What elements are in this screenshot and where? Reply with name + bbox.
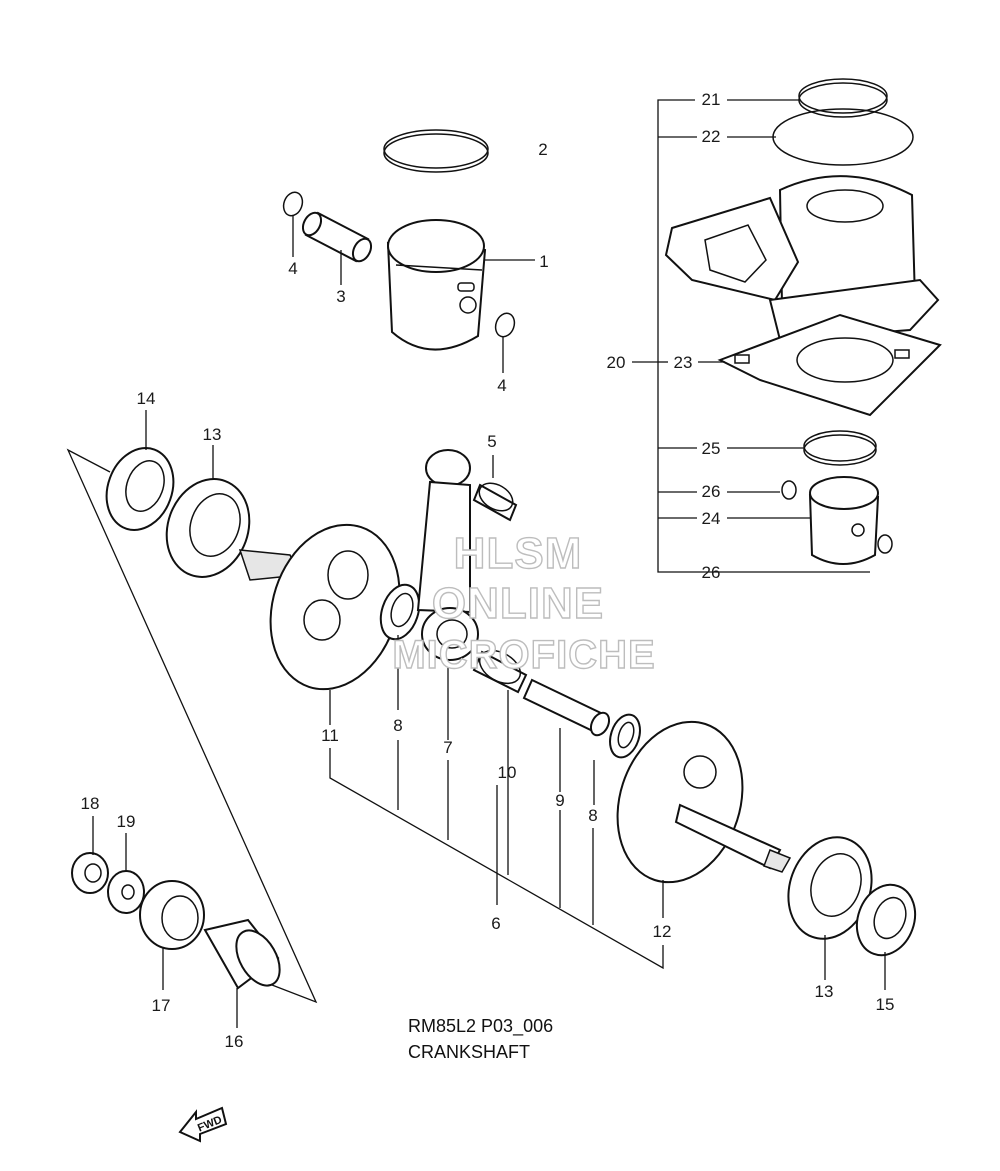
thrust-washer-left[interactable] (374, 580, 426, 644)
callout-13-right: 13 (815, 982, 834, 1001)
callout-22: 22 (702, 127, 721, 146)
callout-6: 6 (491, 914, 500, 933)
section-boundary (66, 448, 318, 1004)
callout-10: 10 (498, 763, 517, 782)
callout-14: 14 (137, 389, 156, 408)
cylinder-piston[interactable] (808, 476, 880, 565)
callout-9: 9 (555, 791, 564, 810)
callout-4-left: 4 (288, 259, 297, 278)
cylinder-body[interactable] (664, 175, 940, 342)
callout-24: 24 (702, 509, 721, 528)
callout-13-left: 13 (203, 425, 222, 444)
callout-18: 18 (81, 794, 100, 813)
callout-11: 11 (321, 726, 339, 745)
small-end-bearing[interactable] (472, 478, 518, 522)
callout-1: 1 (539, 252, 548, 271)
callout-23: 23 (674, 353, 693, 372)
callout-16: 16 (225, 1032, 244, 1051)
crankshaft-group-bracket (329, 690, 664, 970)
watermark-line-2: ONLINE (432, 579, 604, 628)
callout-17: 17 (152, 996, 171, 1015)
connecting-rod[interactable] (416, 449, 479, 661)
diagram-code: RM85L2 P03_006 (408, 1016, 553, 1037)
callout-2: 2 (538, 140, 547, 159)
crank-web-right[interactable] (598, 705, 792, 898)
cylinder-base-gasket[interactable] (717, 313, 942, 417)
callout-20: 20 (607, 353, 626, 372)
callout-8-right: 8 (588, 806, 597, 825)
cylinder-circlip-upper[interactable] (781, 480, 797, 500)
piston-pin-circlip-right[interactable] (492, 311, 517, 340)
watermark-line-1: HLSM (454, 529, 583, 578)
callout-19: 19 (117, 812, 136, 831)
callout-7: 7 (443, 738, 452, 757)
piston[interactable] (386, 219, 487, 351)
callout-12: 12 (653, 922, 672, 941)
diagram-title: CRANKSHAFT (408, 1042, 530, 1062)
callout-15: 15 (876, 995, 895, 1014)
fwd-arrow-icon: FWD (178, 1106, 228, 1143)
bearing-left[interactable] (153, 467, 262, 588)
leader-lines (92, 216, 886, 1028)
cylinder-piston-ring[interactable] (803, 430, 877, 466)
oil-seal-left[interactable] (96, 439, 185, 540)
spacer[interactable] (203, 918, 289, 993)
callout-3: 3 (336, 287, 345, 306)
callout-26-upper: 26 (702, 482, 721, 501)
oil-seal-right[interactable] (847, 877, 924, 964)
piston-pin-circlip-left[interactable] (280, 190, 305, 219)
cylinder-circlip-lower[interactable] (877, 534, 893, 554)
washer[interactable] (107, 870, 145, 914)
cylinder-group-bracket (632, 99, 870, 573)
callout-8-left: 8 (393, 716, 402, 735)
thrust-washer-right[interactable] (605, 711, 645, 761)
piston-pin[interactable] (299, 210, 374, 265)
callout-25: 25 (702, 439, 721, 458)
callout-4-right: 4 (497, 376, 506, 395)
callout-26-lower: 26 (702, 563, 721, 582)
watermark-line-3: MICROFICHE (392, 633, 655, 677)
crank-nut[interactable] (71, 852, 109, 894)
piston-ring[interactable] (383, 129, 489, 173)
primary-drive-gear[interactable] (139, 880, 205, 950)
callout-21: 21 (702, 90, 721, 109)
crank-pin[interactable] (522, 678, 613, 738)
big-end-bearing[interactable] (472, 644, 528, 694)
callout-5: 5 (487, 432, 496, 451)
crank-web-left[interactable] (238, 508, 420, 706)
